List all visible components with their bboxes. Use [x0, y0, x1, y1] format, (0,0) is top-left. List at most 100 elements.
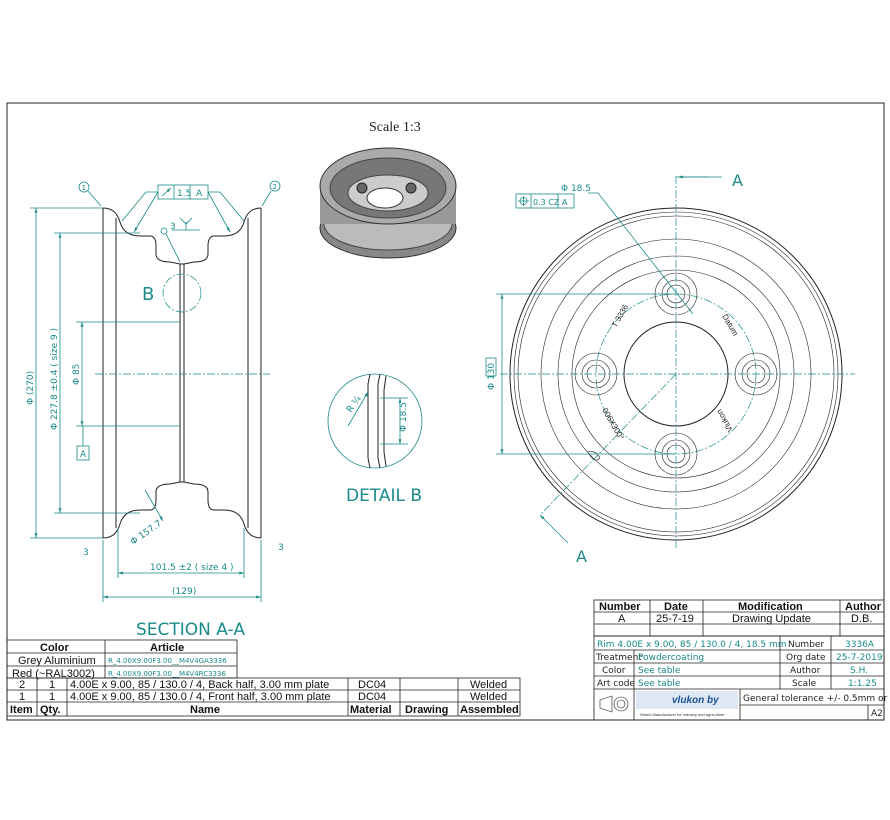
valve-hole [587, 451, 601, 461]
logo-tagline: Wheel Manufacturer for industry and agri… [640, 712, 725, 717]
section-cut-label-top: A [732, 171, 743, 190]
sheet-frame [6, 102, 885, 721]
rev-header-date: Date [664, 601, 688, 613]
stamp-load: 006X300° [600, 407, 625, 442]
bom-qty: 1 [49, 691, 55, 703]
rev-header-number: Number [599, 601, 641, 613]
bom-name: 4.00E x 9.00, 85 / 130.0 / 4, Back half,… [70, 679, 329, 691]
detail-b-callout-circle [162, 273, 202, 313]
projection-symbol-icon [599, 695, 629, 713]
dim-outer-label: Φ (270) [26, 371, 36, 405]
revision-table: Number Date Modification Author A 25-7-1… [593, 599, 885, 637]
section-a-a-view: B 1 2 1.5 A 3 Φ (270) Φ 227.8 ±0.4 [26, 180, 284, 640]
treatment-value: Powdercoating [638, 653, 704, 663]
rev-modification: Drawing Update [732, 613, 811, 625]
bom-item: 2 [19, 679, 25, 691]
color-header: Color [40, 642, 69, 654]
bom-header-material: Material [350, 704, 392, 716]
stamp-part-number: T 3336 [610, 303, 630, 329]
stamp-brand: Vlukon [715, 408, 735, 434]
bom-header-drawing: Drawing [405, 704, 448, 716]
author-label: Author [790, 666, 821, 676]
general-tolerance: General tolerance +/- 0.5mm or +/- 1° [743, 694, 890, 704]
dimension-bead: Φ 157.7 [129, 489, 164, 548]
stamp-datum: Datum [720, 313, 740, 338]
position-tolerance-value: 0.3 CZ [533, 198, 560, 207]
dimension-width: (129) [102, 540, 262, 602]
drawing-number: 3336A [845, 640, 875, 650]
detail-b-callout: B [142, 284, 154, 305]
rev-header-modification: Modification [738, 601, 803, 613]
art-code-label: Art code [597, 679, 635, 689]
dim-inner-width-label: 101.5 ±2 ( size 4 ) [150, 563, 234, 573]
section-cut-label-bottom: A [576, 547, 587, 566]
art-code-value: See table [638, 679, 681, 689]
tolerance-value: 1.5 [177, 189, 191, 199]
pcd-label: Φ 130 [487, 363, 497, 390]
dim-bead-label: Φ 157.7 [129, 519, 164, 548]
bom-header-qty: Qty. [40, 704, 61, 716]
detail-title: DETAIL B [346, 486, 422, 506]
balloon-2-label: 2 [273, 183, 277, 191]
datum-a-label: A [80, 450, 87, 460]
logo-text: vlukon by [672, 695, 719, 706]
bom-material: DC04 [358, 679, 386, 691]
balloon-1-label: 1 [82, 184, 86, 192]
number-label: Number [788, 640, 824, 650]
color-value: See table [638, 666, 681, 676]
company-logo [636, 691, 738, 709]
bom-assembled: Welded [470, 679, 507, 691]
bill-of-materials: 2 1 4.00E x 9.00, 85 / 130.0 / 4, Back h… [6, 677, 521, 717]
hole-dim-label: Φ 18.5 [561, 184, 591, 194]
weld-size: 3 [170, 222, 176, 232]
pcd-dimension: Φ 130 [485, 293, 676, 455]
dim-width-label: (129) [172, 587, 196, 597]
dim-seat-label: Φ 227.8 ±0.4 ( size 9 ) [50, 328, 60, 430]
dim-hub-label: Φ 85 [72, 364, 82, 385]
iso-scale-label: Scale 1:3 [369, 120, 421, 135]
rev-number: A [618, 613, 626, 625]
article-grey: R_4.00X9.00F3.00__M4V4GA3336 [108, 657, 227, 665]
tolerance-datum: A [196, 189, 203, 199]
article-header: Article [150, 642, 184, 654]
color-table: Color Article Grey Aluminium R_4.00X9.00… [6, 639, 238, 680]
scale-value: 1:1.25 [848, 679, 877, 689]
detail-diameter-label: Φ 18.5 [399, 402, 409, 432]
isometric-rim-view: Scale 1:3 [319, 120, 457, 259]
rim-profile-bottom [102, 481, 262, 539]
bom-item: 1 [19, 691, 25, 703]
section-title: SECTION A-A [136, 620, 245, 640]
runout-tolerance-frame: 1.5 A [121, 184, 245, 232]
color-grey: Grey Aluminium [18, 655, 96, 667]
bom-header-assembled: Assembled [460, 704, 519, 716]
hole-position-tolerance: Φ 18.5 0.3 CZ A [515, 184, 694, 315]
bom-name: 4.00E x 9.00, 85 / 130.0 / 4, Front half… [70, 691, 331, 703]
dim-flange-right: 3 [278, 543, 284, 553]
scale-label: Scale [792, 679, 817, 689]
dim-flange-left: 3 [83, 548, 89, 558]
bom-assembled: Welded [470, 691, 507, 703]
title-block: Rim 4.00E x 9.00, 85 / 130.0 / 4, 18.5 m… [593, 635, 890, 721]
dimension-seat-diameter: Φ 227.8 ±0.4 ( size 9 ) [50, 232, 140, 514]
front-view: A A Φ 18.5 0.3 CZ A Φ 130 T 3336 Datum V… [485, 171, 855, 566]
rev-date: 25-7-19 [656, 613, 694, 625]
bom-header-name: Name [190, 704, 220, 716]
article-red: R_4.00X9.00F3.00__M4V4RC3336 [108, 670, 226, 678]
dimension-outer-diameter: Φ (270) [26, 207, 103, 539]
bom-header-item: Item [10, 704, 33, 716]
weld-symbol: 3 [160, 217, 200, 263]
position-tolerance-datum: A [562, 198, 568, 207]
author-value: S.H. [850, 666, 868, 676]
rev-author: D.B. [851, 613, 872, 625]
detail-b-view: Φ 18.5 R ¼ DETAIL B [327, 373, 423, 506]
part-description: Rim 4.00E x 9.00, 85 / 130.0 / 4, 18.5 m… [597, 640, 787, 650]
dimension-inner-width: 101.5 ±2 ( size 4 ) [117, 528, 245, 578]
dimension-hub-diameter: Φ 85 A [72, 321, 180, 461]
org-date-label: Org date [786, 653, 826, 663]
org-date-value: 25-7-2019 [836, 653, 883, 663]
balloon-2 [269, 180, 281, 192]
balloon-1 [78, 181, 90, 193]
bom-material: DC04 [358, 691, 386, 703]
sheet-size: A2 [871, 709, 883, 719]
